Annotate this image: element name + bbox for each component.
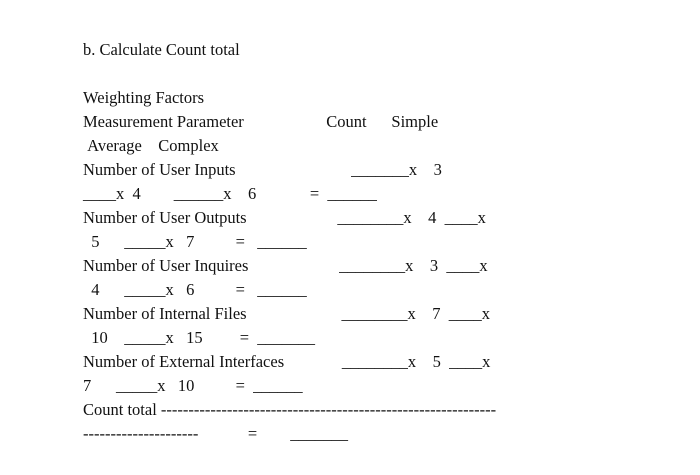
row-user-inputs-line-1: Number of User Inputs _______x 3 (83, 160, 442, 179)
row-internal-files-line-2: 10 _____x 15 = _______ (83, 328, 316, 347)
row-user-outputs-line-1: Number of User Outputs ________x 4 ____x (83, 208, 486, 227)
document-body: b. Calculate Count total Weighting Facto… (83, 38, 683, 446)
table-header-line-1: Measurement Parameter Count Simple (83, 112, 439, 131)
row-external-interfaces-line-2: 7 _____x 10 = ______ (83, 376, 303, 395)
section-heading: b. Calculate Count total (83, 40, 240, 59)
table-header-line-2: Average Complex (83, 136, 219, 155)
row-user-inquires-line-1: Number of User Inquires ________x 3 ____… (83, 256, 488, 275)
row-user-inquires-line-2: 4 _____x 6 = ______ (83, 280, 307, 299)
count-total-line-2: --------------------- = _______ (83, 424, 348, 443)
count-total-line-1: Count total ----------------------------… (83, 400, 497, 419)
row-internal-files-line-1: Number of Internal Files ________x 7 ___… (83, 304, 490, 323)
row-user-inputs-line-2: ____x 4 ______x 6 = ______ (83, 184, 377, 203)
row-user-outputs-line-2: 5 _____x 7 = ______ (83, 232, 307, 251)
weighting-factors-label: Weighting Factors (83, 88, 205, 107)
blank-line-spacer (83, 62, 683, 86)
row-external-interfaces-line-1: Number of External Interfaces ________x … (83, 352, 491, 371)
